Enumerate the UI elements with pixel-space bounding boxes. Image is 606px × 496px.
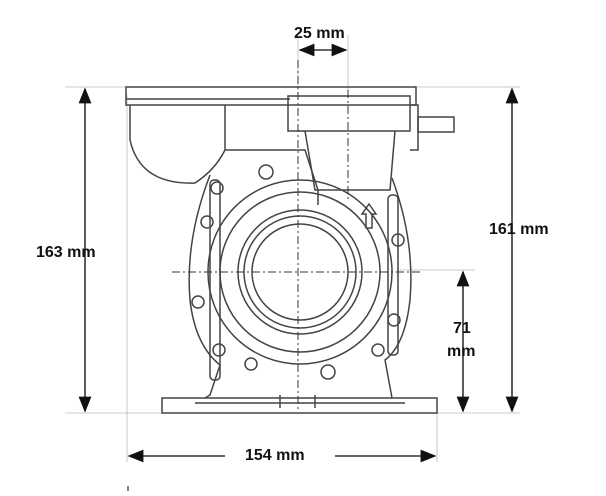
dim-label-71-unit: mm bbox=[447, 343, 476, 360]
dim-label-25mm: 25 mm bbox=[294, 25, 345, 42]
dim-label-71: 71 bbox=[453, 320, 471, 337]
dim-label-161mm: 161 mm bbox=[489, 221, 549, 238]
dim-label-163mm: 163 mm bbox=[36, 244, 96, 261]
dim-label-154mm: 154 mm bbox=[245, 447, 305, 464]
pump-body bbox=[125, 86, 455, 414]
